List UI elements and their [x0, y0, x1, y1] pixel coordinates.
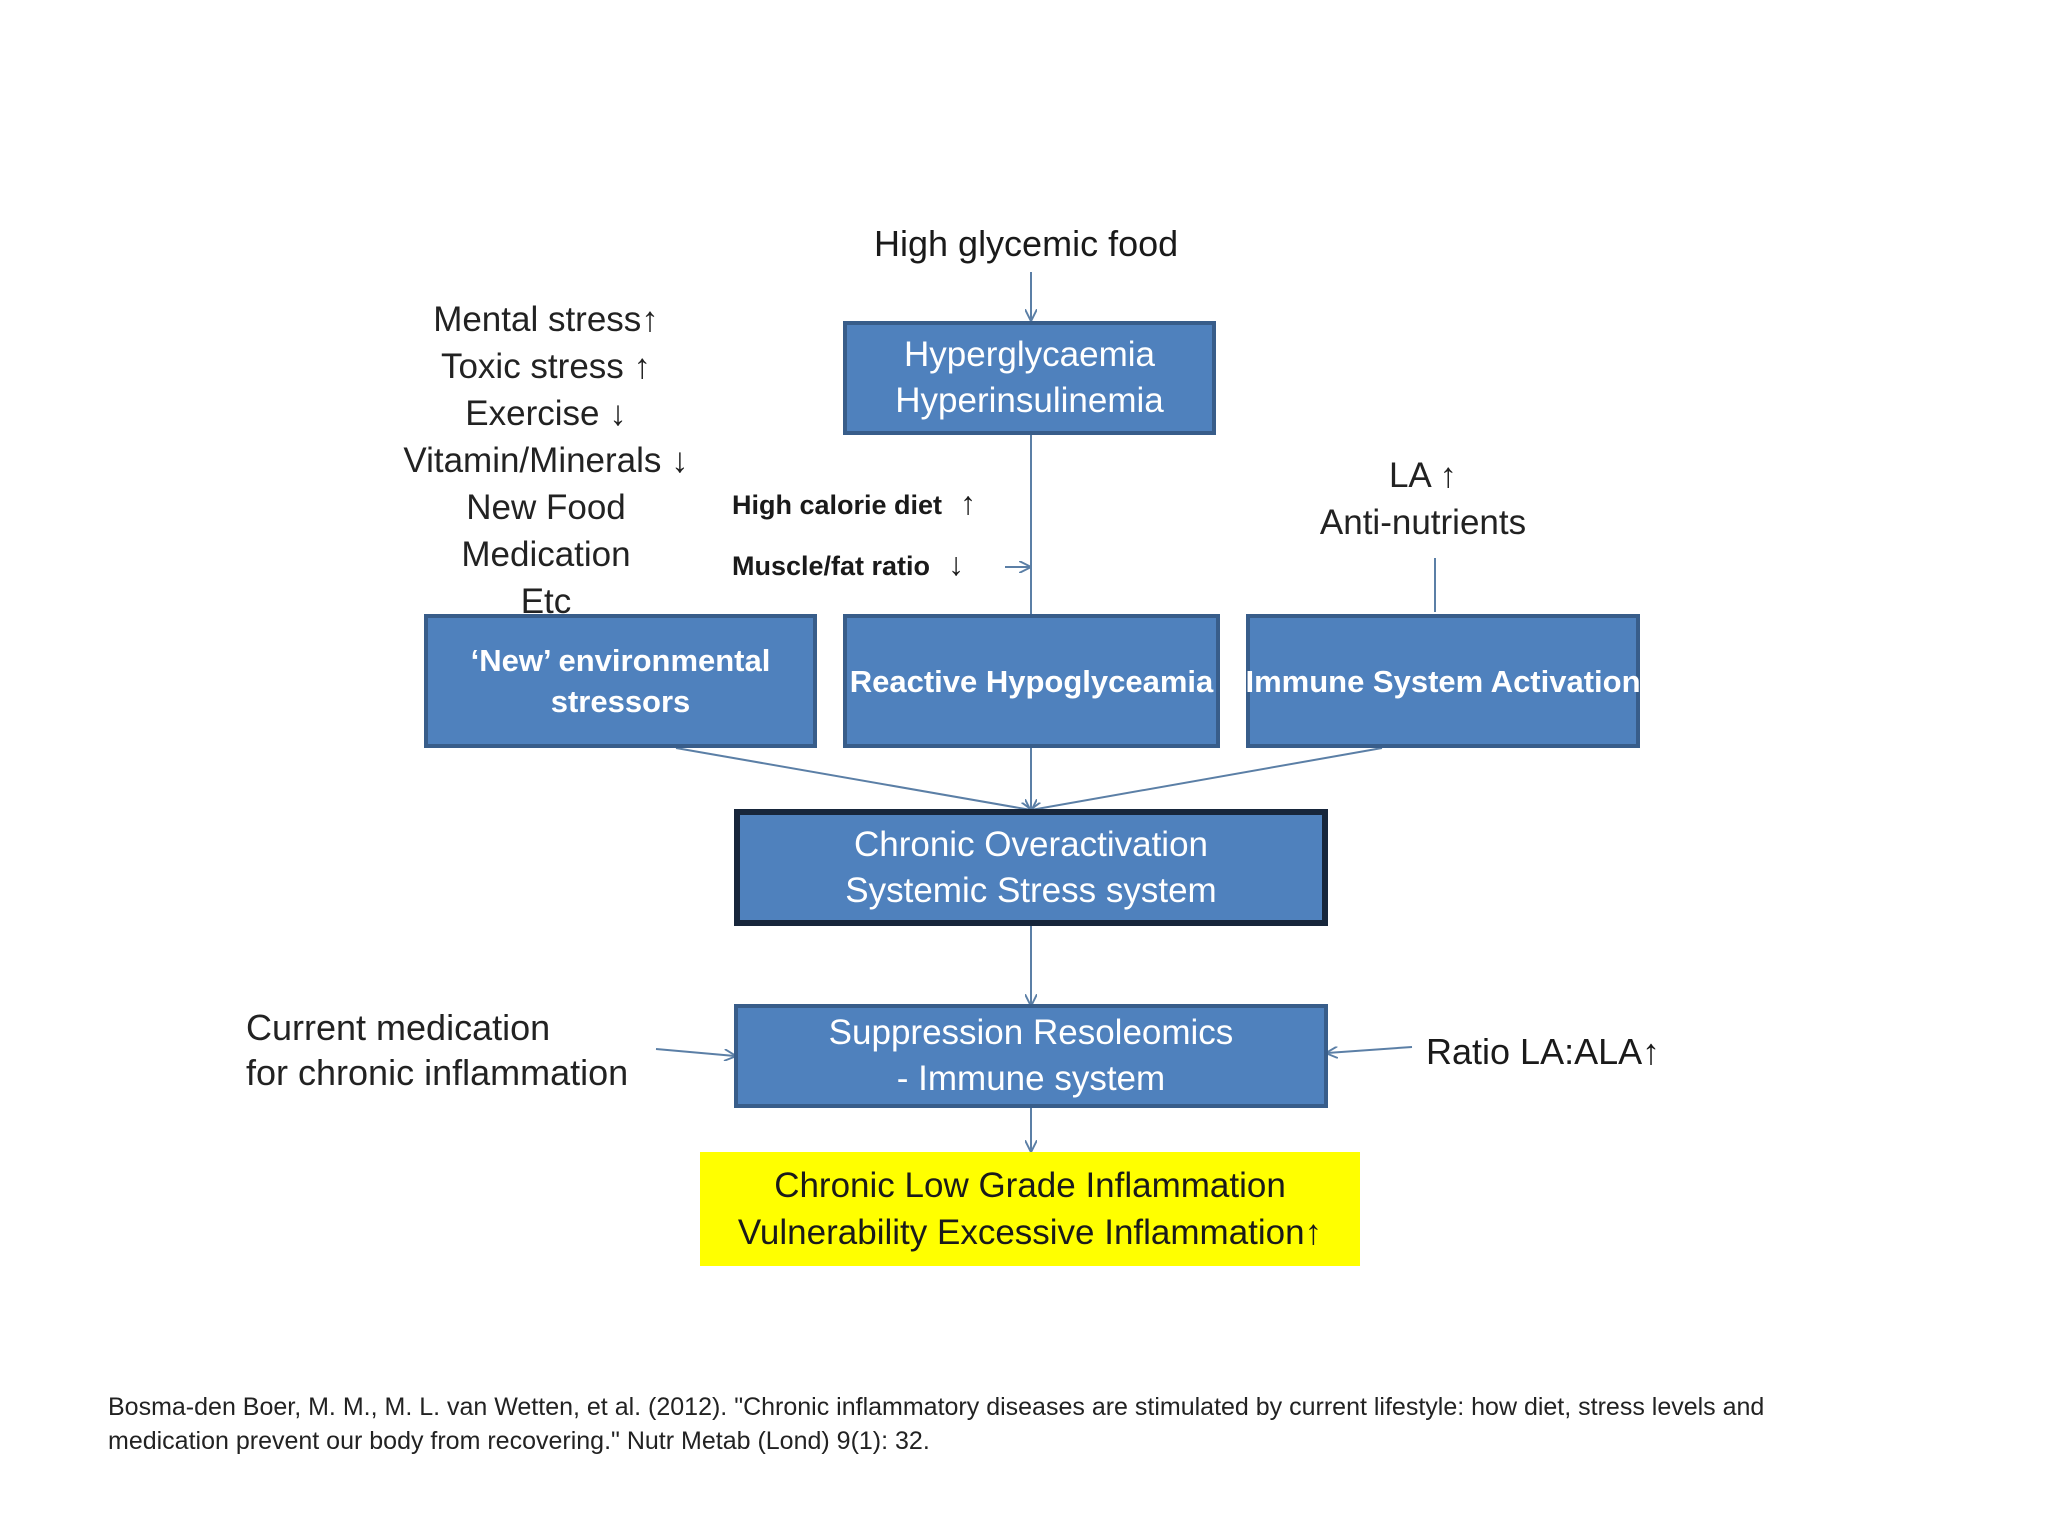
chronic-low-grade-inflammation-box: Chronic Low Grade Inflammation Vulnerabi… — [700, 1152, 1360, 1266]
inflammation-line-2: Vulnerability Excessive Inflammation↑ — [737, 1213, 1323, 1252]
muscle-fat-ratio-label: Muscle/fat ratio ↓ — [732, 545, 964, 583]
stress-factor-6: Medication — [461, 535, 631, 574]
immune-activation-text: Immune System Activation — [1245, 663, 1641, 699]
down-arrow-icon: ↓ — [948, 546, 965, 582]
stress-factor-1: Mental stress↑ — [433, 300, 659, 339]
suppression-line-2: - Immune system — [896, 1059, 1166, 1098]
suppression-line-1: Suppression Resoleomics — [828, 1013, 1234, 1052]
stress-factor-list: Mental stress↑ Toxic stress ↑ Exercise ↓… — [376, 296, 716, 625]
new-environmental-stressors-box: ‘New’ environmental stressors — [424, 614, 817, 748]
citation: Bosma-den Boer, M. M., M. L. van Wetten,… — [108, 1390, 1928, 1458]
high-calorie-diet-text: High calorie diet — [732, 490, 943, 520]
current-medication-label: Current medication for chronic inflammat… — [246, 1005, 666, 1095]
suppression-resoleomics-box: Suppression Resoleomics - Immune system — [734, 1004, 1328, 1108]
chronic-overactivation-box: Chronic Overactivation Systemic Stress s… — [734, 809, 1328, 926]
stress-factor-2: Toxic stress ↑ — [440, 347, 652, 386]
reactive-hypoglyceamia-text: Reactive Hypoglyceamia — [849, 663, 1214, 699]
new-env-line-1: ‘New’ environmental — [470, 643, 771, 678]
stress-factor-5: New Food — [466, 488, 626, 527]
up-arrow-icon: ↑ — [960, 485, 977, 521]
la-factor-list: LA ↑ Anti-nutrients — [1273, 452, 1573, 546]
muscle-fat-ratio-text: Muscle/fat ratio — [732, 551, 931, 581]
hyperglycaemia-box: Hyperglycaemia Hyperinsulinemia — [843, 321, 1216, 435]
connector-immune-to-chronic — [1031, 747, 1383, 810]
ratio-la-ala-label: Ratio LA:ALA↑ — [1426, 1031, 1661, 1072]
chronic-overactivation-line-1: Chronic Overactivation — [853, 824, 1209, 864]
new-env-line-2: stressors — [550, 684, 691, 719]
la-factor-2: Anti-nutrients — [1319, 503, 1527, 542]
high-glycemic-food-label: High glycemic food — [874, 223, 1179, 264]
current-medication-line-1: Current medication — [246, 1007, 551, 1048]
inflammation-line-1: Chronic Low Grade Inflammation — [774, 1166, 1286, 1205]
connector-stressors-to-chronic — [675, 747, 1031, 810]
hyperglycaemia-line-1: Hyperglycaemia — [904, 335, 1155, 374]
immune-system-activation-box: Immune System Activation — [1245, 614, 1641, 748]
chronic-overactivation-line-2: Systemic Stress system — [845, 870, 1217, 910]
stress-factor-4: Vitamin/Minerals ↓ — [403, 441, 689, 480]
citation-line-1: Bosma-den Boer, M. M., M. L. van Wetten,… — [108, 1393, 1765, 1421]
citation-line-2: medication prevent our body from recover… — [108, 1427, 930, 1455]
connector-ratio-to-suppression — [1327, 1046, 1413, 1053]
connector-medication-to-suppression — [655, 1048, 735, 1056]
la-factor-1: LA ↑ — [1388, 456, 1458, 495]
current-medication-line-2: for chronic inflammation — [246, 1052, 629, 1093]
high-calorie-diet-label: High calorie diet ↑ — [732, 484, 976, 522]
hyperglycaemia-line-2: Hyperinsulinemia — [895, 381, 1164, 420]
stress-factor-3: Exercise ↓ — [465, 394, 627, 433]
reactive-hypoglyceamia-box: Reactive Hypoglyceamia — [843, 614, 1220, 748]
